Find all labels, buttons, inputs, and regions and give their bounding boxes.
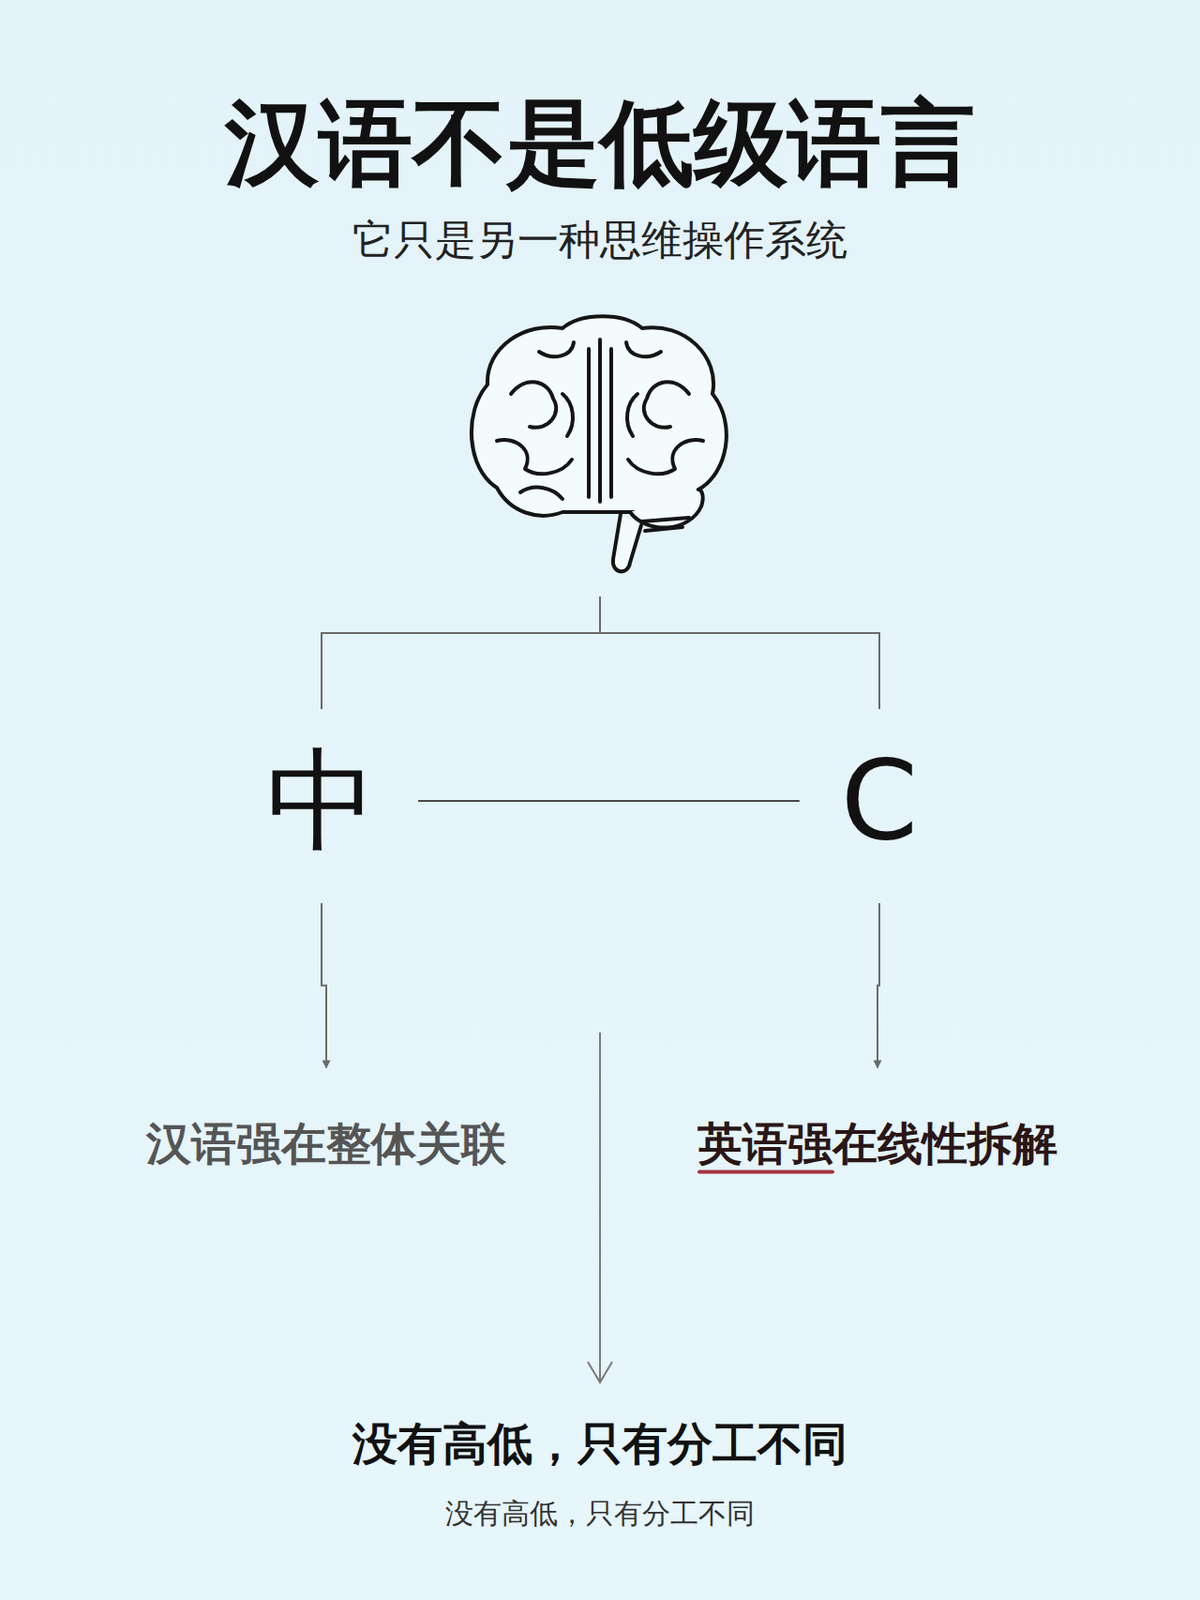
node-text: 英语强在线性拆解 bbox=[697, 1118, 1058, 1169]
node-text: C bbox=[840, 739, 918, 862]
center-arrow bbox=[587, 1032, 613, 1382]
strength-text: 英语强在线性拆解 bbox=[690, 1114, 1065, 1172]
conclusion-subtext: 没有高低，只有分工不同 bbox=[445, 1497, 755, 1530]
latin-letter: C bbox=[833, 735, 926, 866]
brain-icon bbox=[471, 315, 727, 571]
connector bbox=[321, 902, 327, 1068]
strength-text: 汉语强在整体关联 bbox=[138, 1114, 514, 1172]
connector bbox=[877, 902, 880, 1068]
chinese-char: 中 bbox=[258, 735, 385, 866]
node-text: 中 bbox=[266, 739, 377, 862]
node-text: 汉语强在整体关联 bbox=[146, 1118, 507, 1169]
bracket-lines bbox=[321, 596, 880, 709]
title: 汉语不是低级语言 bbox=[225, 89, 975, 197]
underline bbox=[699, 1169, 833, 1173]
conclusion-text: 没有高低，只有分工不同 bbox=[352, 1417, 848, 1470]
connector bbox=[418, 799, 800, 802]
subtitle: 它只是另一种思维操作系统 bbox=[352, 216, 848, 265]
